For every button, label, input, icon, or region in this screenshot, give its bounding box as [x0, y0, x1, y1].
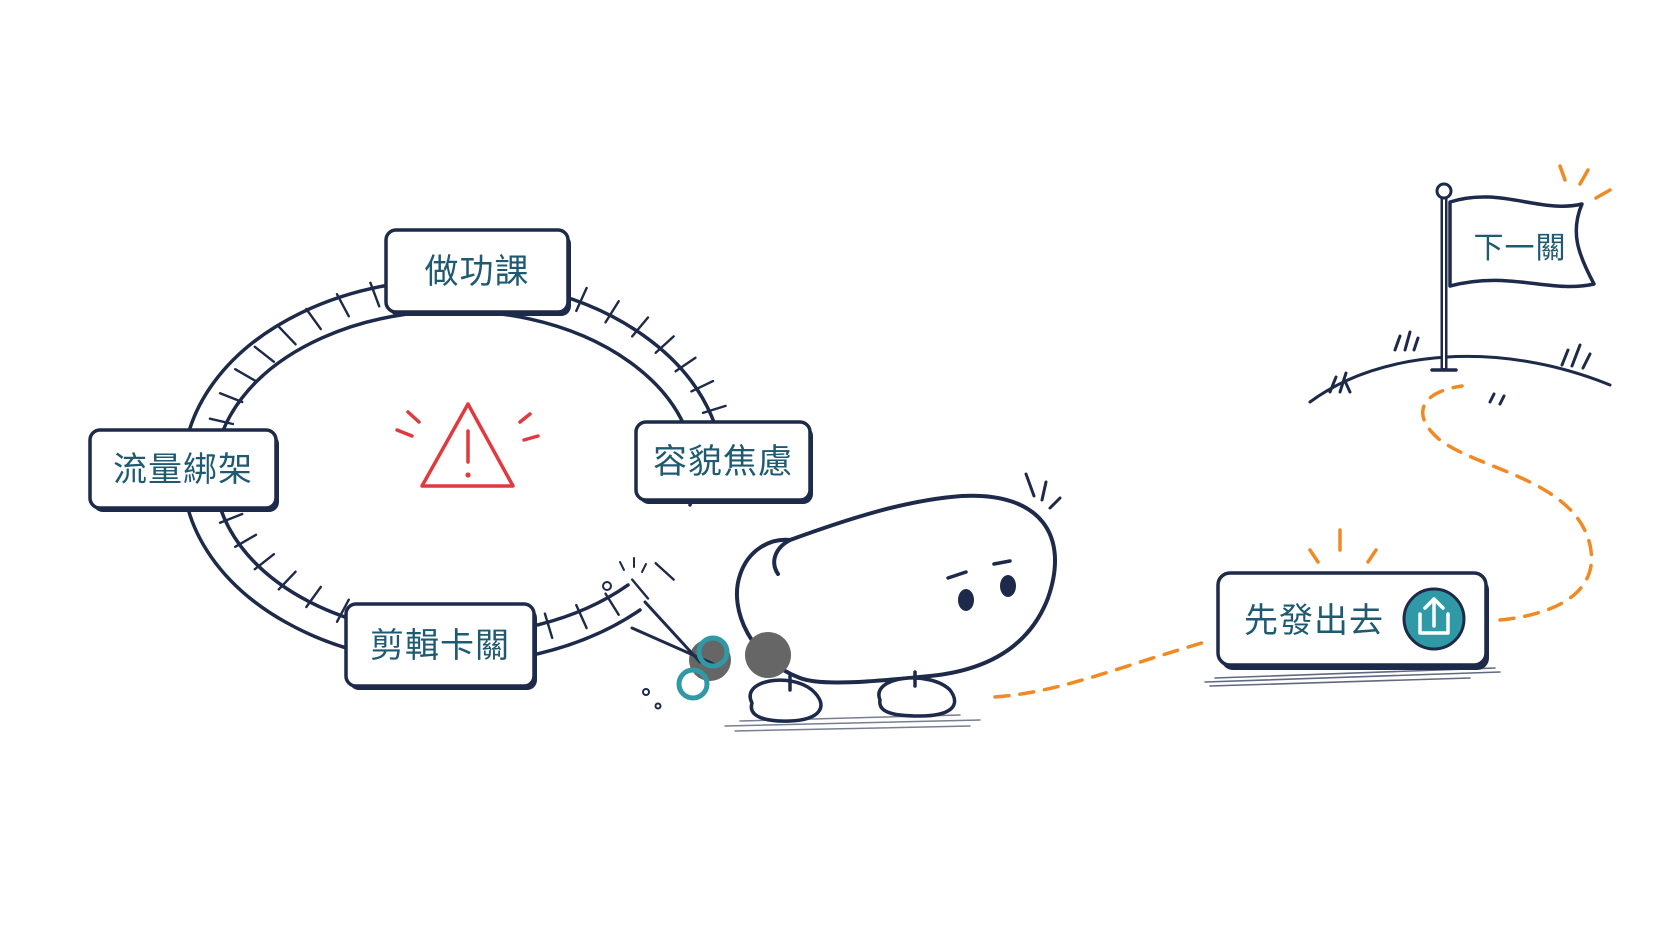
label-traffic-hijack: 流量綁架	[113, 450, 253, 490]
track-tie	[701, 404, 727, 415]
track-tie	[369, 281, 381, 308]
flag-sparkle	[1558, 164, 1612, 200]
flag: 下一關	[1448, 195, 1596, 289]
flag-pole	[1430, 182, 1458, 372]
track-tie	[277, 570, 297, 591]
character-face	[946, 559, 1016, 611]
scissors-icon	[602, 557, 730, 710]
label-appearance-anxiety: 容貌焦慮	[653, 442, 793, 482]
flag-label: 下一關	[1474, 231, 1567, 266]
publish-box: 先發出去	[1204, 528, 1501, 687]
track-tie	[335, 293, 350, 318]
track-tie	[305, 585, 322, 609]
track-tie	[631, 316, 650, 338]
hill	[1308, 330, 1612, 406]
character-feet	[748, 670, 957, 723]
track-tie	[335, 598, 350, 623]
track-tie	[233, 368, 258, 383]
label-box-top: 做功課	[384, 228, 571, 316]
track-tie	[690, 379, 715, 393]
track-tie	[575, 603, 588, 630]
publish-label: 先發出去	[1244, 601, 1384, 641]
track-tie	[543, 612, 554, 640]
track-tie	[674, 356, 697, 373]
track-tie	[277, 325, 297, 346]
label-box-right: 容貌焦慮	[634, 420, 813, 504]
label-research: 做功課	[425, 252, 530, 292]
label-box-bottom: 剪輯卡關	[344, 602, 537, 690]
character	[689, 472, 1062, 732]
publish-ground-shadow	[1204, 667, 1501, 687]
track-tie	[233, 533, 258, 548]
track-tie	[253, 345, 276, 363]
publish-sparkle	[1308, 528, 1378, 564]
track-tie	[305, 307, 322, 331]
track-tie	[218, 512, 244, 524]
track-tie	[631, 578, 650, 600]
track-tie	[208, 417, 235, 426]
track-tie	[218, 392, 244, 404]
track-tie	[575, 286, 588, 313]
track-tie	[604, 592, 620, 616]
upload-icon	[1402, 587, 1466, 651]
track-tie	[604, 300, 620, 324]
track-tie	[654, 562, 675, 581]
label-editing-stuck: 剪輯卡關	[370, 626, 510, 666]
track-tie	[654, 335, 675, 354]
progress-path	[993, 384, 1594, 699]
label-box-left: 流量綁架	[88, 428, 279, 512]
track-tie	[253, 553, 276, 571]
character-alert-lines	[1024, 472, 1062, 510]
warning-triangle-icon	[395, 402, 540, 488]
character-body	[734, 493, 1057, 685]
